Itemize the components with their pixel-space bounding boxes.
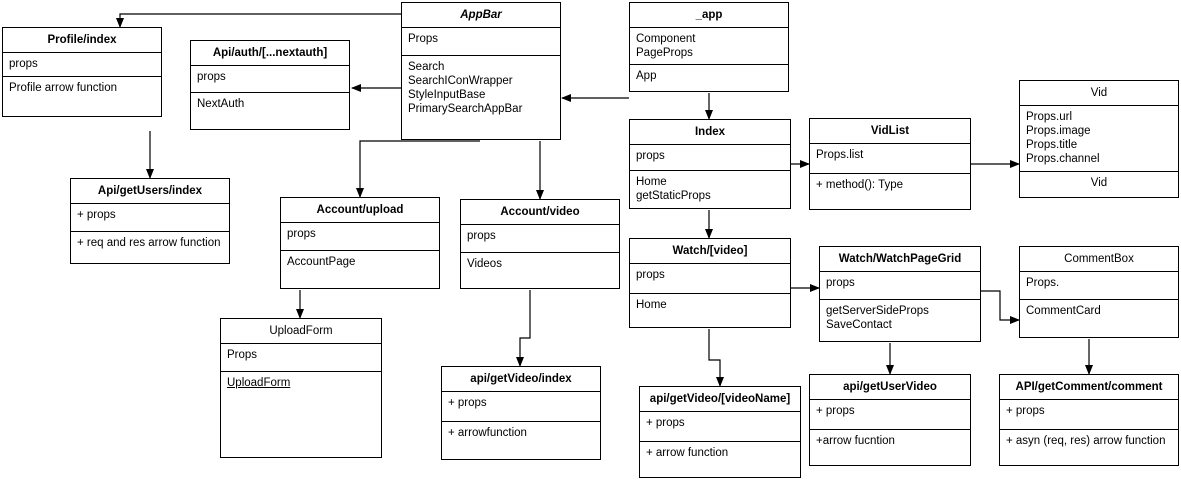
node-section: getServerSideProps SaveContact	[820, 299, 980, 341]
node-title: Vid	[1090, 87, 1108, 99]
node-section: + props	[810, 399, 970, 429]
node-section: props	[191, 65, 349, 92]
node-title: AppBar	[460, 9, 502, 21]
node-title: Api/getUsers/index	[97, 185, 203, 197]
node-section: Props.url Props.image Props.title Props.…	[1020, 105, 1178, 171]
class-node-api-getusers-index[interactable]: Api/getUsers/index + props+ req and res a…	[70, 178, 230, 264]
node-title: api/getVideo/index	[470, 373, 572, 385]
node-title: Account/upload	[316, 204, 404, 216]
class-node-api-getcomment-comment[interactable]: API/getComment/comment + props+ asyn (req…	[999, 374, 1179, 466]
node-section: Search SearchIConWrapper StyleInputBase …	[402, 55, 560, 139]
connector-accountvideo-to-getvideoindex	[516, 290, 531, 367]
node-title: Index	[694, 126, 726, 138]
node-section: Profile arrow function	[3, 76, 161, 116]
connector-appbar-to-profile	[116, 13, 401, 28]
node-title: Watch/WatchPageGrid	[838, 253, 962, 265]
node-section: Component PageProps	[630, 27, 788, 64]
node-section: + arrow function	[640, 441, 800, 477]
node-title: UploadForm	[269, 325, 333, 337]
node-section: Vid	[1020, 171, 1178, 197]
node-section: Home getStaticProps	[630, 170, 790, 208]
node-section: Props.	[1020, 271, 1178, 299]
node-section: + props	[1000, 399, 1178, 429]
node-section: + props	[442, 391, 600, 421]
node-section: + req and res arrow function	[71, 231, 229, 263]
node-section: props	[281, 222, 439, 250]
node-section: props	[820, 271, 980, 299]
node-section: AccountPage	[281, 250, 439, 288]
class-node-api-getvideo-videoname[interactable]: api/getVideo/[videoName] + props+ arrow f…	[639, 386, 801, 478]
node-title: Api/auth/[...nextauth]	[212, 47, 328, 59]
node-section: CommentCard	[1020, 299, 1178, 337]
node-section: Videos	[461, 252, 619, 288]
node-section: + props	[640, 411, 800, 441]
node-title: Watch/[video]	[672, 245, 748, 257]
node-section: + method(): Type	[810, 173, 970, 209]
node-title: VidList	[870, 125, 910, 137]
node-section: Home	[630, 293, 790, 327]
node-section: Props	[221, 343, 381, 371]
node-section: props	[630, 144, 790, 170]
connector-appbar-to-accountupload	[356, 140, 480, 198]
node-title: Account/video	[500, 206, 580, 218]
node-title: Profile/index	[47, 34, 117, 46]
node-section: + asyn (req, res) arrow function	[1000, 429, 1178, 465]
node-title: _app	[695, 9, 723, 21]
node-section: props	[630, 263, 790, 293]
node-section: NextAuth	[191, 92, 349, 129]
node-title: api/getVideo/[videoName]	[649, 393, 791, 405]
node-section: + props	[71, 203, 229, 231]
class-node-api-getvideo-index[interactable]: api/getVideo/index + props+ arrowfunction	[441, 366, 601, 460]
node-title: api/getUserVideo	[843, 381, 937, 393]
node-section: Props.list	[810, 143, 970, 173]
node-section: props	[3, 52, 161, 76]
node-section: UploadForm	[221, 371, 381, 457]
node-title: CommentBox	[1064, 253, 1134, 265]
node-title: API/getComment/comment	[1015, 381, 1163, 393]
node-section: + arrowfunction	[442, 421, 600, 459]
node-section: App	[630, 64, 788, 91]
class-node-api-getuservideo[interactable]: api/getUserVideo + props+arrow fucntion	[809, 374, 971, 466]
node-section: props	[461, 224, 619, 252]
connector-watch-to-getvideoname	[708, 329, 724, 387]
node-section: +arrow fucntion	[810, 429, 970, 465]
node-section: Props	[402, 27, 560, 55]
connector-watchgrid-to-commentbox	[981, 290, 1020, 324]
